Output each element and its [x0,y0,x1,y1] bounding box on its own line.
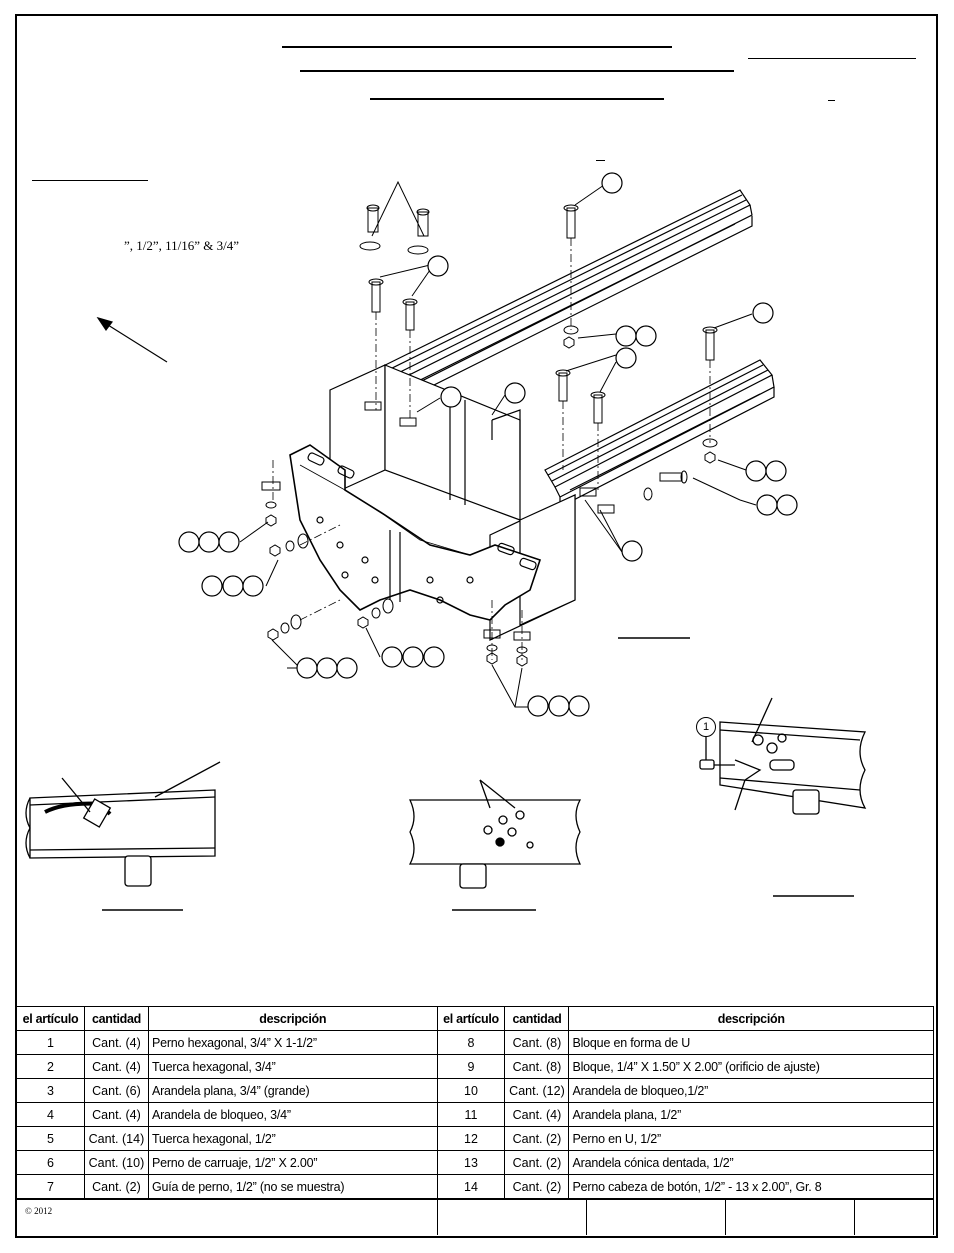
item-description: Tuerca hexagonal, 1/2” [147,1126,438,1151]
table-row: 1 Cant. (4) Perno hexagonal, 3/4” X 1-1/… [16,1030,934,1055]
item-quantity: Cant. (12) [504,1078,570,1103]
table-row: 4 Cant. (4) Arandela de bloqueo, 3/4” 11… [16,1102,934,1127]
table-row: 3 Cant. (6) Arandela plana, 3/4” (grande… [16,1078,934,1103]
copyright-text: © 2012 [25,1206,53,1216]
item-number: 9 [436,1054,506,1079]
header-quantity: cantidad [83,1006,149,1031]
tool-sizes-note: ”, 1/2”, 11/16” & 3/4” [124,238,240,253]
table-row: 6 Cant. (10) Perno de carruaje, 1/2” X 2… [16,1150,934,1175]
left-rail [364,189,753,413]
small-dash [596,160,605,161]
header-description: descripción [147,1006,438,1031]
header-item: el artículo [16,1006,85,1031]
item-description: Arandela plana, 1/2” [568,1102,934,1127]
table-row: 5 Cant. (14) Tuerca hexagonal, 1/2” 12 C… [16,1126,934,1151]
title-line-right [748,58,916,59]
item-description: Guía de perno, 1/2” (no se muestra) [147,1174,438,1199]
item-description: Tuerca hexagonal, 3/4” [147,1054,438,1079]
footer-cell [437,1199,587,1235]
item-number: 11 [436,1102,506,1127]
footer-cell [586,1199,726,1235]
item-quantity: Cant. (8) [504,1030,570,1055]
item-description: Perno hexagonal, 3/4” X 1-1/2” [147,1030,438,1055]
item-number: 2 [16,1054,85,1079]
header-item: el artículo [436,1006,506,1031]
bolts [359,204,718,501]
item-number: 10 [436,1078,506,1103]
item-description: Arandela cónica dentada, 1/2” [568,1150,934,1175]
item-description: Arandela de bloqueo,1/2” [568,1078,934,1103]
footer-title-block: © 2012 [16,1199,934,1235]
item-number: 1 [16,1030,85,1055]
item-quantity: Cant. (4) [504,1102,570,1127]
item-quantity: Cant. (10) [83,1150,149,1175]
footer-copyright-cell: © 2012 [16,1199,438,1235]
table-row: 2 Cant. (4) Tuerca hexagonal, 3/4” 9 Can… [16,1054,934,1079]
footer-cell [725,1199,855,1235]
assembly-drawing [25,172,867,911]
item-description: Arandela plana, 3/4” (grande) [147,1078,438,1103]
item-quantity: Cant. (6) [83,1078,149,1103]
item-description: Perno cabeza de botón, 1/2” - 13 x 2.00”… [568,1174,934,1199]
right-rail [544,359,775,508]
item-quantity: Cant. (4) [83,1054,149,1079]
front-direction-arrow [96,316,168,363]
detail-callout-1-label: 1 [702,721,710,733]
title-line-1 [282,46,672,48]
callout-circles [178,172,798,717]
item-quantity: Cant. (2) [83,1174,149,1199]
parts-table: el artículo cantidad descripción el artí… [16,1006,934,1199]
detail-view-right [699,697,867,897]
item-description: Perno de carruaje, 1/2” X 2.00” [147,1150,438,1175]
item-quantity: Cant. (2) [504,1150,570,1175]
title-dash [828,100,835,101]
item-number: 8 [436,1030,506,1055]
item-number: 14 [436,1174,506,1199]
item-number: 13 [436,1150,506,1175]
leader-lines [239,180,757,708]
hitch-frame [289,364,576,641]
item-number: 4 [16,1102,85,1127]
item-description: Bloque en forma de U [568,1030,934,1055]
item-quantity: Cant. (8) [504,1054,570,1079]
item-quantity: Cant. (2) [504,1174,570,1199]
title-line-2 [300,70,734,72]
item-number: 5 [16,1126,85,1151]
item-number: 7 [16,1174,85,1199]
item-description: Bloque, 1/4” X 1.50” X 2.00” (orificio d… [568,1054,934,1079]
tools-heading-line [32,180,148,181]
guide-lines [272,238,711,660]
page-frame [15,14,938,1238]
title-line-3 [370,98,664,100]
hardware [261,336,716,667]
item-description: Arandela de bloqueo, 3/4” [147,1102,438,1127]
header-quantity: cantidad [504,1006,570,1031]
footer-cell [854,1199,934,1235]
item-quantity: Cant. (4) [83,1030,149,1055]
item-number: 12 [436,1126,506,1151]
detail-view-center [408,779,582,911]
header-description: descripción [568,1006,934,1031]
detail-callout-1: 1 [696,717,716,737]
item-description: Perno en U, 1/2” [568,1126,934,1151]
item-quantity: Cant. (14) [83,1126,149,1151]
item-number: 6 [16,1150,85,1175]
parts-table-header: el artículo cantidad descripción el artí… [16,1006,934,1031]
item-quantity: Cant. (4) [83,1102,149,1127]
table-row: 7 Cant. (2) Guía de perno, 1/2” (no se m… [16,1174,934,1199]
item-quantity: Cant. (2) [504,1126,570,1151]
detail-view-left [25,761,221,911]
item-number: 3 [16,1078,85,1103]
